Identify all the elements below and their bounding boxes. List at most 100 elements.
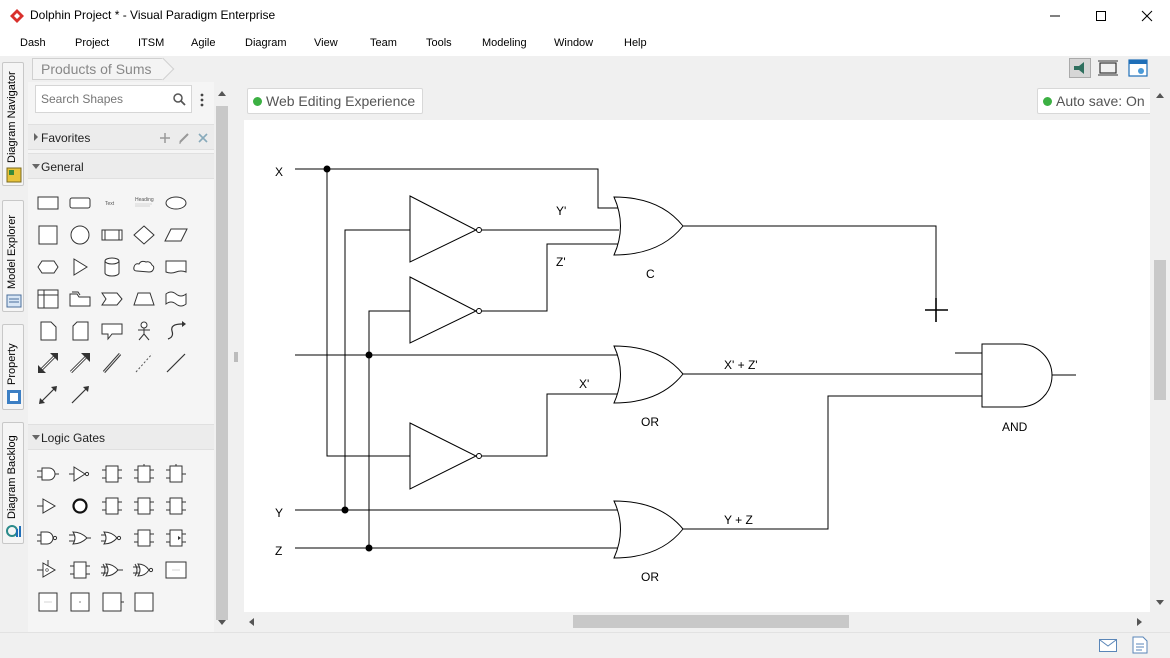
demux-shape-icon[interactable]	[132, 496, 156, 516]
category-logic-gates[interactable]: Logic Gates	[28, 424, 214, 450]
scroll-up-arrow-icon[interactable]	[1156, 92, 1164, 98]
shape-panel-scrollbar[interactable]	[214, 82, 230, 632]
cylinder-shape-icon[interactable]	[100, 257, 124, 277]
adder-shape-icon[interactable]	[100, 592, 124, 612]
nand-gate-shape-icon[interactable]	[36, 528, 60, 548]
mux-shape-icon[interactable]	[100, 496, 124, 516]
diagram-horizontal-scrollbar[interactable]	[242, 612, 1150, 632]
tab-property[interactable]: Property	[2, 324, 24, 410]
triangle-shape-icon[interactable]	[68, 257, 92, 277]
scroll-down-arrow-icon[interactable]	[218, 620, 226, 626]
z-inverter-gate[interactable]	[409, 276, 478, 344]
xnor-gate-shape-icon[interactable]	[132, 560, 156, 580]
menu-window[interactable]: Window	[554, 37, 594, 49]
double-arrow-icon[interactable]	[36, 353, 60, 373]
window-layout-icon[interactable]	[1127, 58, 1149, 78]
menu-view[interactable]: View	[314, 37, 338, 49]
middle-or-gate[interactable]	[613, 345, 684, 404]
add-favorite-icon[interactable]	[159, 132, 171, 144]
rom-shape-icon[interactable]	[36, 592, 60, 612]
line-icon[interactable]	[164, 353, 188, 373]
inverter-bubble-shape-icon[interactable]	[68, 496, 92, 516]
scroll-down-arrow-icon[interactable]	[1156, 600, 1164, 606]
counter-shape-icon[interactable]	[164, 496, 188, 516]
square-shape-icon[interactable]	[36, 225, 60, 245]
and-gate-shape-icon[interactable]	[36, 464, 60, 484]
buffer-shape-icon[interactable]	[36, 496, 60, 516]
menu-diagram[interactable]: Diagram	[245, 37, 287, 49]
menu-dash[interactable]: Dash	[20, 37, 46, 49]
ellipse-shape-icon[interactable]	[164, 193, 188, 213]
actor-shape-icon[interactable]	[132, 321, 156, 341]
text-shape-icon[interactable]: Text	[100, 193, 124, 213]
edit-favorite-icon[interactable]	[178, 132, 190, 144]
wave-shape-icon[interactable]	[164, 289, 188, 309]
menu-modeling[interactable]: Modeling	[482, 37, 527, 49]
x-branch-wire[interactable]	[326, 169, 410, 457]
c-output-wire[interactable]	[683, 225, 937, 304]
circle-shape-icon[interactable]	[68, 225, 92, 245]
not-gate-shape-icon[interactable]	[68, 464, 92, 484]
auto-save-badge[interactable]: Auto save: On	[1037, 88, 1153, 114]
cloud-shape-icon[interactable]	[132, 257, 156, 277]
curve-connector-icon[interactable]	[164, 321, 188, 341]
hexagon-shape-icon[interactable]	[36, 257, 60, 277]
x-not-wire[interactable]	[482, 393, 619, 457]
z-branch-wire[interactable]	[368, 310, 410, 548]
tab-model-explorer[interactable]: Model Explorer	[2, 200, 24, 312]
comparator-shape-icon[interactable]	[132, 592, 156, 612]
fit-diagram-icon[interactable]	[1097, 58, 1119, 78]
category-general[interactable]: General	[28, 153, 214, 179]
or-gate-shape-icon[interactable]	[68, 528, 92, 548]
callout-shape-icon[interactable]	[100, 321, 124, 341]
rounded-rectangle-shape-icon[interactable]	[68, 193, 92, 213]
menu-help[interactable]: Help	[624, 37, 647, 49]
chevron-shape-icon[interactable]	[100, 289, 124, 309]
document-wave-shape-icon[interactable]	[164, 257, 188, 277]
mail-icon[interactable]	[1099, 639, 1117, 652]
announcement-icon[interactable]	[1069, 58, 1091, 78]
panel-menu-icon[interactable]	[200, 93, 204, 107]
shift-register-shape-icon[interactable]	[164, 528, 188, 548]
card-shape-icon[interactable]	[68, 321, 92, 341]
blank-chip-shape-icon[interactable]	[164, 560, 188, 580]
maximize-button[interactable]	[1078, 0, 1124, 32]
heading-shape-icon[interactable]: Heading	[132, 193, 156, 213]
single-arrow-line-icon[interactable]	[68, 385, 92, 405]
menu-agile[interactable]: Agile	[191, 37, 216, 49]
menu-tools[interactable]: Tools	[426, 37, 452, 49]
parallelogram-shape-icon[interactable]	[164, 225, 188, 245]
minimize-button[interactable]	[1032, 0, 1078, 32]
logic-circuit-diagram[interactable]: X Y Z Y' Z' X' X' + Z' Y + Z C OR OR AND	[244, 120, 1150, 612]
nor-gate-shape-icon[interactable]	[100, 528, 124, 548]
y-inverter-gate[interactable]	[409, 195, 478, 263]
remove-favorite-icon[interactable]	[197, 132, 209, 144]
ram-shape-icon[interactable]	[68, 592, 92, 612]
page-shape-icon[interactable]	[36, 321, 60, 341]
search-icon[interactable]	[173, 93, 186, 106]
ic-chip-shape-icon[interactable]	[100, 464, 124, 484]
bottom-or-gate[interactable]	[613, 500, 684, 559]
x-wire[interactable]	[295, 168, 619, 209]
web-editing-badge[interactable]: Web Editing Experience	[247, 88, 424, 114]
process-shape-icon[interactable]	[100, 225, 124, 245]
thick-line-icon[interactable]	[100, 353, 124, 373]
flip-flop-shape-icon[interactable]	[132, 464, 156, 484]
decoder-shape-icon[interactable]	[68, 560, 92, 580]
diamond-shape-icon[interactable]	[132, 225, 156, 245]
search-input[interactable]	[41, 91, 169, 107]
scroll-right-arrow-icon[interactable]	[1137, 618, 1143, 626]
and-gate[interactable]	[981, 343, 1053, 408]
scroll-up-arrow-icon[interactable]	[218, 90, 226, 96]
latch-shape-icon[interactable]	[132, 528, 156, 548]
notes-icon[interactable]	[1132, 636, 1148, 654]
menu-itsm[interactable]: ITSM	[138, 37, 165, 49]
scroll-left-arrow-icon[interactable]	[248, 618, 254, 626]
register-shape-icon[interactable]	[164, 464, 188, 484]
category-favorites[interactable]: Favorites	[28, 124, 214, 150]
diagram-vertical-scroll-thumb[interactable]	[1154, 260, 1166, 400]
diagram-horizontal-scroll-thumb[interactable]	[573, 615, 849, 628]
block-arrow-icon[interactable]	[68, 353, 92, 373]
close-button[interactable]	[1124, 0, 1170, 32]
arrow-line-icon[interactable]	[36, 385, 60, 405]
